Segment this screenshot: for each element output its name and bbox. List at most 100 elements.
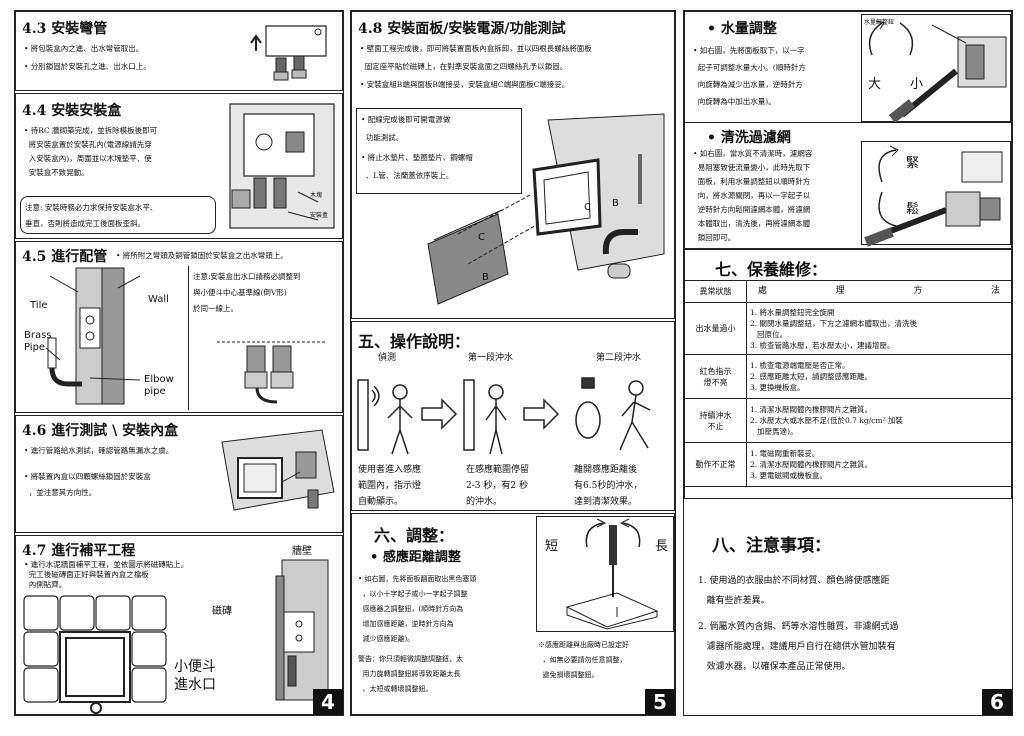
section-title: 七、保養維修： [715, 260, 828, 279]
sensor-adjust-figure: 短 長 [536, 516, 674, 632]
section-4-8: 4.8 安裝面板/安裝電源/功能測試 • 壁面工程完成後，即可將裝置面板內盒拆卸… [351, 11, 675, 319]
note-line: 於同一線上。 [193, 304, 238, 313]
section-title: 五、操作說明： [358, 332, 471, 351]
section-4-3: 4.3 安裝彎管 • 將包裝盒內之進、出水彎管取出。 • 分別鎖固於安裝孔之進、… [15, 11, 343, 91]
text-line: 入安裝盒內)，周圍並以木塊墊平、使 [24, 154, 152, 163]
state-cell: 紅色指示 燈不亮 [685, 354, 747, 399]
small-label: 小 [910, 77, 924, 92]
block-label: 木塊 [310, 192, 323, 199]
text-line: 逆時針方向鬆開濾網本體，將濾網 [693, 205, 811, 214]
state-cell: 出水量過小 [685, 302, 747, 355]
note-item: 2. 倘屬水質內含錫、鈣等水溶性雜質，非濾網式過 [698, 622, 899, 632]
fix-line: 2. 感應距離太短，請調整感應距離。 [750, 372, 873, 381]
step-name: 第二段沖水 [596, 353, 642, 363]
fix-line: 2. 關閉水量調整鈕，下方之濾網本體取出，清洗後 [750, 318, 918, 328]
text-line: 起子可調整水量大小。(順時針方 [693, 63, 806, 72]
alignment-illustration [217, 341, 327, 404]
tile-label: Tile [30, 300, 48, 311]
header-char: 方 [913, 286, 923, 296]
note-box: 注意: 安裝時務必力求保持安裝盒水平、 垂直，否則將造成完工後面板歪斜。 [20, 196, 216, 234]
section-title: • 清洗過濾網 [707, 130, 791, 146]
text-line: 本體取出，清洗後，再將濾網本體 [693, 219, 811, 228]
text-line: 易阻塞致使流量變小，此時先取下 [693, 163, 811, 172]
page-number: 6 [982, 689, 1012, 715]
tighten-label: 緊 [906, 156, 920, 171]
section-subtitle: • 將所附之彎頭及銅管鎖固於安裝盒之出水彎頭上。 [116, 251, 288, 260]
header-char: 法 [990, 286, 1000, 296]
page-5: 4.8 安裝面板/安裝電源/功能測試 • 壁面工程完成後，即可將裝置面板內盒拆卸… [350, 10, 676, 716]
section-title: 4.5 進行配管 [22, 249, 108, 265]
note-line: 注意:安裝盒出水口請務必調整到 [193, 272, 301, 281]
text-line: 內側貼齊。 [24, 580, 67, 589]
tile-label: 磁磚 [212, 606, 232, 617]
text-line: 減少感應距離)。 [358, 635, 415, 643]
connector-b-label: B [612, 198, 619, 209]
text-line: • 如右圖，當水質不清潔時，濾網容 [693, 149, 813, 158]
fix-line: 1. 清潔水壓閥體內橡膠閥片之雜質。 [750, 405, 873, 414]
filter-clean-illustration [864, 145, 1003, 247]
table-header: 異常狀態 [685, 280, 747, 303]
operation-sequence-illustration [357, 377, 651, 455]
note-panel: 注意:安裝盒出水口請務必調整到 與小便斗中心基準線(倒V形) 於同一線上。 [188, 266, 340, 410]
table-header: 處 理 方 法 [746, 280, 1011, 303]
table-row: 出水量過小 1. 將水量調整鈕完全旋開 2. 關閉水量調整鈕，下方之濾網本體取出… [685, 302, 1011, 355]
text-line: 安裝盒不致晃動。 [24, 168, 89, 177]
inner-box-illustration [221, 429, 335, 511]
fix-cell: 1. 清潔水壓閥體內橡膠閥片之雜質。 2. 水壓太大或水壓不足(低於0.7 kg… [746, 398, 1011, 443]
text-line: 完工後磁磚面正好與裝置內盒之檔板 [24, 570, 149, 579]
note-box: • 配線完成後即可開電源做 功能測試。 • 將止水墊片、墊圈墊片、鋼螺帽 、L管… [356, 108, 522, 194]
step-name: 偵測 [378, 353, 397, 363]
text-line: • 如右圖，先將面板取下，以一字 [693, 46, 805, 55]
text-line: 向旋轉為中加出水量)。 [693, 97, 776, 106]
fix-line: 2. 水壓太大或水壓不足(低於0.7 kg/cm² 加裝 [750, 416, 903, 425]
filter-clean-figure: 緊 鬆 [861, 141, 1011, 247]
water-adjust-illustration [868, 20, 1007, 122]
tile-grid-illustration [23, 595, 167, 714]
note-line: • 配線完成後即可開電源做 [361, 115, 451, 124]
text-line: 將安裝盒置於安裝孔內(電源線請先穿 [24, 140, 152, 149]
note-line: 、L管、法蘭蓋依序裝上。 [361, 171, 454, 180]
piping-diagram [45, 267, 141, 405]
note-line: 注意: 安裝時務必力求保持安裝盒水平、 [25, 203, 158, 212]
page-6: • 水量調整 • 如右圖，先將面板取下，以一字 起子可調整水量大小。(順時針方 … [683, 10, 1013, 716]
fix-line: 回原位。 [750, 329, 788, 339]
text-line: ，以小十字起子或小一字起子調整 [358, 590, 468, 598]
connector-b-label: B [482, 272, 489, 283]
long-label: 長 [655, 539, 669, 554]
big-label: 大 [868, 77, 882, 92]
text-line: • 安裝盒組B端與面板B端接妥，安裝盒組C端與面板C端接妥。 [360, 80, 570, 89]
fix-line: 3. 檢查管路水壓，若水壓太小，建議增壓。 [750, 340, 895, 350]
page-4: 4.3 安裝彎管 • 將包裝盒內之進、出水彎管取出。 • 分別鎖固於安裝孔之進、… [14, 10, 344, 716]
table-header-row: 異常狀態 處 理 方 法 [685, 280, 1011, 303]
warning-line: 、太短或轉壞調整鈕。 [358, 685, 433, 693]
short-label: 短 [545, 539, 559, 554]
wall-label: 牆壁 [292, 546, 312, 557]
fix-line: 2. 清潔水壓閥體內橡膠閥片之雜質。 [750, 460, 873, 469]
step-name: 第一段沖水 [468, 353, 514, 363]
loosen-label: 鬆 [906, 202, 920, 217]
text-line: • 進行水泥牆面補平工程，並依圖示將磁磚貼上。 [24, 560, 189, 569]
section-title: 4.3 安裝彎管 [22, 21, 108, 37]
urinal-inlet-label: 小便斗 進水口 [174, 659, 216, 693]
text-line: • 待RC 牆砌築完成，並拆除模板後即可 [24, 126, 158, 135]
fix-cell: 1. 檢查電源端電壓是否正常。 2. 感應距離太短，請調整感應距離。 3. 更換… [746, 354, 1011, 399]
section-title: 4.8 安裝面板/安裝電源/功能測試 [358, 21, 566, 37]
note-line: 垂直，否則將造成完工後面板歪斜。 [25, 219, 145, 228]
fix-cell: 1. 將水量調整鈕完全旋開 2. 關閉水量調整鈕，下方之濾網本體取出，清洗後 回… [746, 302, 1011, 355]
text-line: 感應器之調整鈕，(順時針方向為 [358, 605, 464, 613]
section-7-maintenance: 七、保養維修： 異常狀態 處 理 方 法 出水量過小 1. 將水量調整鈕完全旋開 [684, 249, 1012, 499]
text-line: • 分別鎖固於安裝孔之進、出水口上。 [24, 62, 151, 71]
section-4-6: 4.6 進行測試 \ 安裝內盒 • 進行管路給水測試，確認管路無漏水之虞。 • … [15, 415, 343, 533]
note-item: 濾器所能處理，建議用戶自行在總供水管加裝有 [698, 642, 896, 652]
section-5-operation: 五、操作說明： 偵測 第一段沖水 第二段沖水 使用者進入感應 範圍內，指示燈 自… [351, 321, 675, 511]
note-item: 效濾水器，以確保本產品正常使用。 [698, 662, 851, 672]
fix-line: 3. 更電磁閥或機板盒。 [750, 471, 828, 480]
section-title: 4.7 進行補平工程 [22, 543, 136, 559]
fix-line: 1. 電磁閥重新裝妥。 [750, 449, 820, 458]
box-label: 安裝盒 [310, 212, 329, 219]
text-line: 向旋轉為減少出水量，逆時針方 [693, 80, 803, 89]
page-number: 5 [645, 689, 675, 715]
text-line: 固定座平貼於磁磚上，在對準安裝盒面之四螺絲孔予以鎖固。 [360, 62, 568, 71]
text-line: • 將裝置內盒以四顆螺絲鎖固於安裝盒 [24, 472, 151, 481]
text-line: 增加感應距離，逆時針方向為 [358, 620, 454, 628]
